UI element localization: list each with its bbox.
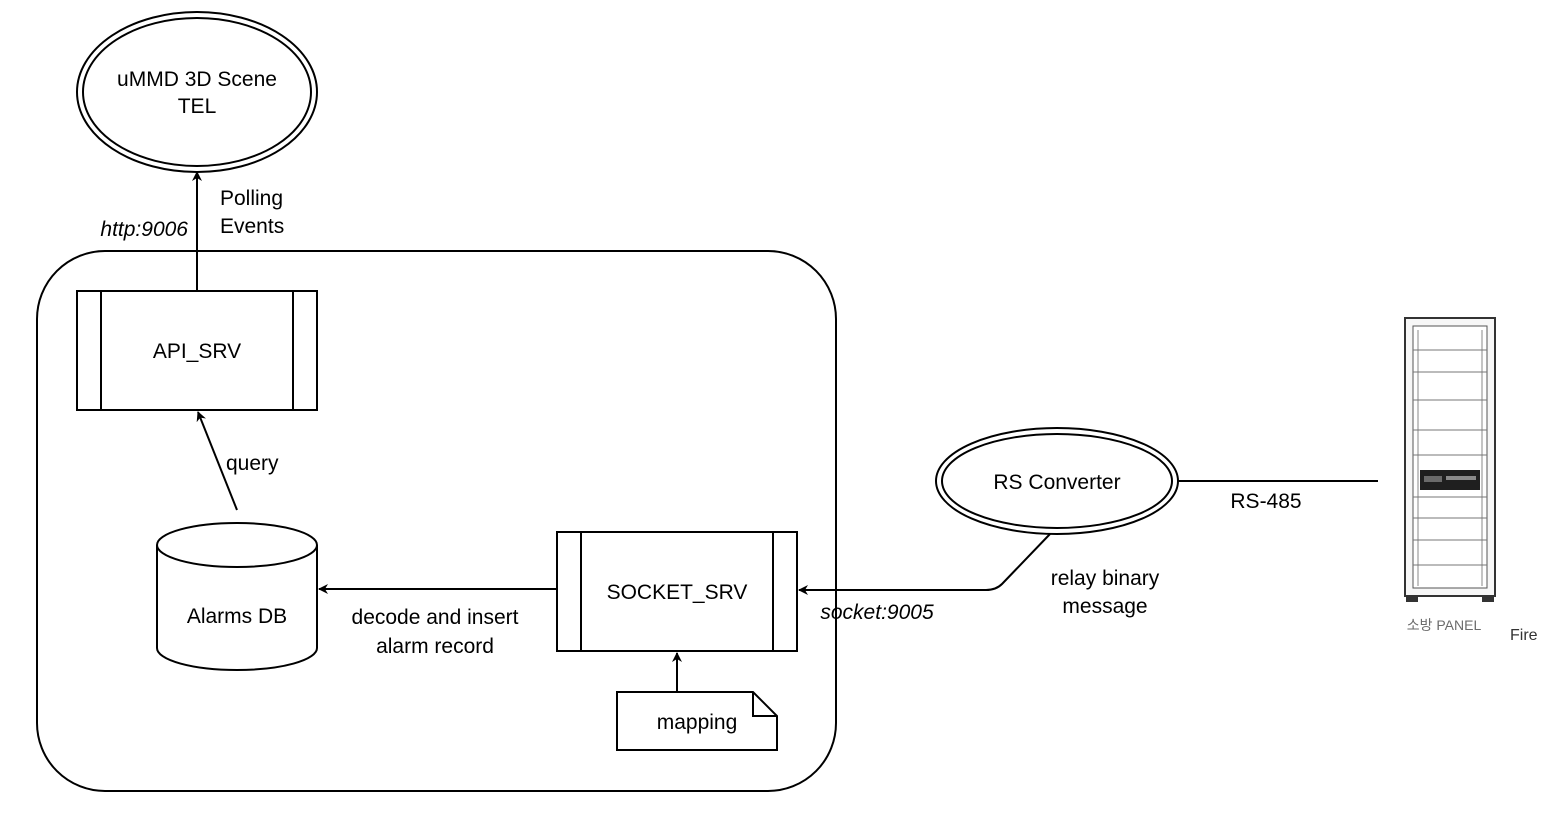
- fire-label: Fire: [1510, 627, 1538, 644]
- relay-binary-label-line2: message: [1062, 595, 1147, 618]
- http-port-label: http:9006: [100, 218, 188, 241]
- rs485-label: RS-485: [1230, 490, 1301, 513]
- rs-converter-node: RS Converter: [935, 427, 1179, 535]
- server-boundary: [36, 250, 837, 792]
- polling-events-label-line1: Polling: [220, 187, 283, 210]
- relay-binary-edge: [798, 533, 1051, 595]
- query-label: query: [226, 452, 279, 475]
- rs-converter-label: RS Converter: [993, 471, 1120, 494]
- polling-events-label-line2: Events: [220, 215, 284, 238]
- socket-srv-node: SOCKET_SRV: [556, 531, 798, 652]
- mapping-label: mapping: [657, 711, 738, 734]
- ummd-3d-scene-node: uMMD 3D Scene TEL: [76, 11, 318, 173]
- ummd-3d-scene-label-line1: uMMD 3D Scene: [117, 68, 277, 91]
- decode-insert-label-line1: decode and insert: [352, 606, 519, 629]
- ummd-3d-scene-label-line2: TEL: [178, 95, 217, 118]
- api-srv-label: API_SRV: [153, 340, 241, 363]
- fire-panel-rack-image: [1404, 317, 1496, 602]
- query-edge: [196, 411, 238, 511]
- panel-caption: 소방 PANEL: [1407, 617, 1482, 633]
- alarms-db-label: Alarms DB: [187, 605, 287, 628]
- decode-insert-label-line2: alarm record: [376, 635, 494, 658]
- mapping-note: mapping: [616, 691, 778, 751]
- relay-binary-label-line1: relay binary: [1051, 567, 1160, 590]
- socket-port-label: socket:9005: [820, 601, 934, 624]
- alarms-db-node: Alarms DB: [156, 522, 318, 671]
- socket-srv-label: SOCKET_SRV: [607, 581, 748, 604]
- api-srv-node: API_SRV: [76, 290, 318, 411]
